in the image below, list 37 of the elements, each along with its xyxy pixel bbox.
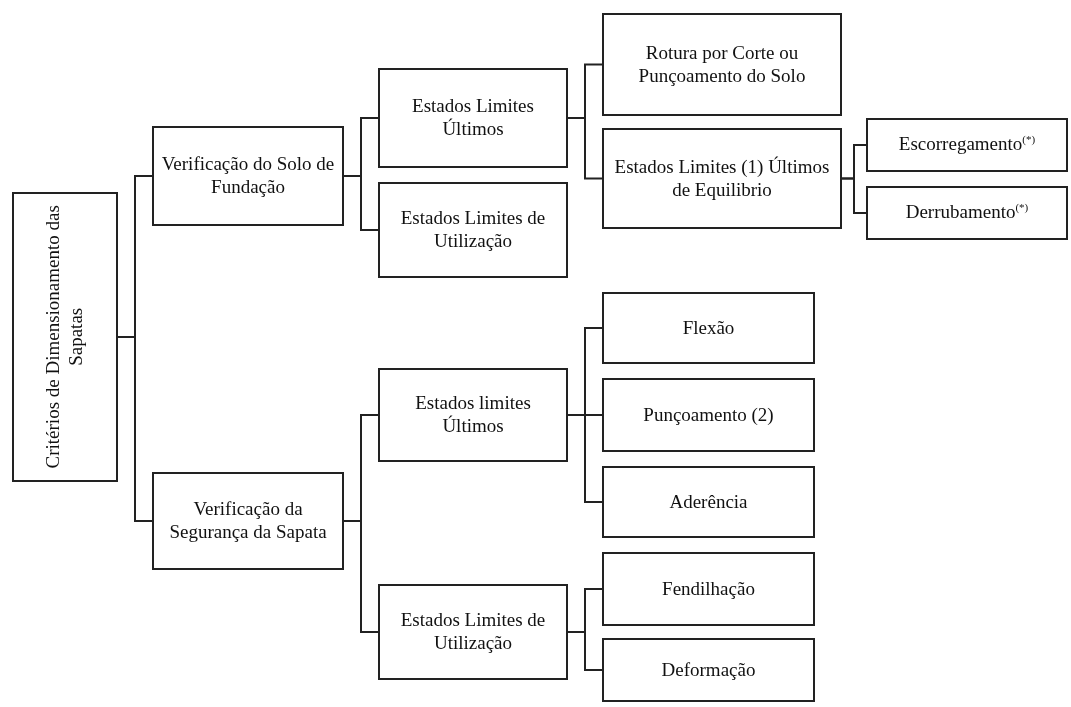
node-label: Escorregamento$^{(*)}$	[898, 133, 1036, 157]
category-box	[602, 128, 842, 229]
connector-line	[841, 177, 867, 214]
connector-line	[567, 117, 603, 180]
node-label: Estados Limites de Utilização	[399, 609, 547, 655]
node-label: Rotura por Corte ou Punçoamento do Solo	[637, 41, 807, 88]
node-label: Fendilhação	[662, 577, 755, 601]
category-box	[866, 186, 1068, 240]
category-box	[602, 638, 815, 702]
category-box	[602, 466, 815, 538]
connector-line	[343, 175, 379, 231]
category-box	[378, 68, 568, 168]
node-label: Flexão	[682, 316, 735, 340]
category-box	[152, 472, 344, 570]
node-label: Estados Limites de Utilização	[399, 207, 547, 253]
node-label: Verificação do Solo de Fundação	[160, 153, 336, 199]
category-box	[866, 118, 1068, 172]
category-box	[12, 192, 118, 482]
node-label: Aderência	[669, 490, 748, 514]
category-box	[602, 292, 815, 364]
category-box	[602, 378, 815, 452]
node-label: Estados limites Últimos	[414, 392, 532, 438]
node-label: Verificação da Segurança da Sapata	[168, 498, 328, 544]
category-box	[602, 552, 815, 626]
node-label: Punçoamento (2)	[643, 403, 774, 427]
category-box	[602, 13, 842, 116]
node-label: Derrubamento$^{(*)}$	[905, 201, 1029, 225]
node-label: Estados Limites (1) Últimos de Equilibrio	[613, 155, 831, 202]
connector-line	[567, 414, 603, 503]
category-box	[378, 368, 568, 462]
connector-line	[567, 631, 603, 671]
category-box	[378, 182, 568, 278]
category-box	[378, 584, 568, 680]
node-label: Deformação	[661, 658, 756, 682]
category-box	[152, 126, 344, 226]
node-label: Estados Limites Últimos	[411, 95, 535, 141]
node-label: Critérios de Dimensionamento das Sapatas	[42, 204, 87, 471]
